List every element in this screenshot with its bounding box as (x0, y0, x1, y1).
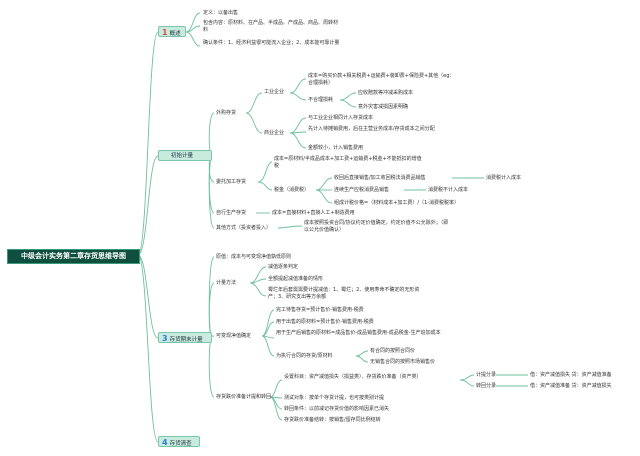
branch-number: 1 (162, 28, 168, 37)
node-nrv-determination[interactable]: 可变现净值确定 (216, 333, 252, 339)
commercial-a: 与工业企业相同计入存货成本 (308, 115, 374, 121)
unreasonable-loss-b: 意外灾害减损因素明确 (358, 104, 409, 110)
tax-case-a-result: 消费税计入成本 (486, 175, 522, 181)
method-b: 全额提起减值准备的情形 (268, 276, 324, 282)
overview-conditions: 确认条件：1、经济利益很可能流入企业；2、成本能可靠计量 (203, 40, 340, 46)
node-consumption-tax[interactable]: 税金（消费税） (274, 187, 310, 193)
method-c: 霉烂年后套需需要计提减值：1、霉烂；2、使用寿命不确定的无形资产；3、研究支出等… (268, 287, 420, 300)
node-measure-method[interactable]: 计量方法 (216, 280, 237, 286)
root-node[interactable]: 中级会计实务第二章存货思维导图 (7, 249, 140, 264)
tax-case-c: 组成计税价格=（材料成本+加工费）/（1-消费税税率） (334, 200, 460, 206)
principle-text: 原值：成本与可变现净值孰低原则 (216, 254, 292, 260)
commercial-c: 金额较小，计入销售费用 (308, 145, 364, 151)
branch-label: 存货清查 (169, 441, 192, 447)
node-purchased-inventory[interactable]: 外购存货 (216, 110, 237, 116)
branch-number: 4 (162, 438, 168, 447)
contract-a: 有合同的按照合同价 (370, 348, 416, 354)
node-unreasonable-loss[interactable]: 不合理损耗 (308, 97, 334, 103)
method-a: 减值逐条判定 (268, 264, 299, 270)
unreasonable-loss-a: 应收赔款等冲减采购成本 (358, 90, 414, 96)
reversal-entry-text: 借：资产减值准备 贷：资产减值损失 (530, 383, 612, 389)
nrv-c: 用于生产后销售的原材料=成品售价-成品销售费用-成品税金-生产追加成本 (276, 330, 441, 336)
node-impairment-provision[interactable]: 存货跌价准备计提和转回 (216, 394, 272, 400)
branch-number: 3 (162, 334, 168, 343)
nrv-b: 用于出售的原材料=预计售价-销售费用-税费 (276, 319, 374, 325)
tax-case-b-result: 消费税不计入成本 (428, 187, 469, 193)
other-methods-cost: 成本按照投资合同/协议约定价值确定，约定价值不公允除外；（即以公允价值确认） (304, 220, 449, 233)
node-other-methods[interactable]: 其他方式（投资者投入） (216, 225, 272, 231)
impairment-accounts: 设置科目：资产减值损失（损益类）、存货跌价准备（资产类） (284, 374, 422, 380)
branch-label: 存货期末计量 (169, 337, 203, 343)
overview-contents: 包含内容：原材料、在产品、半成品、产成品、商品、周转材料 (203, 20, 339, 33)
provision-entry-text: 借：资产减值损失 贷：资产减值准备 (530, 372, 612, 378)
node-commercial-enterprise[interactable]: 商业企业 (264, 130, 285, 136)
tax-case-b: 连续生产应税消费品销售 (334, 187, 390, 193)
industrial-cost-formula: 成本=购买价款+相关税费+运输费+装卸费+保险费+其他（eg：合理损耗） (308, 73, 455, 86)
commercial-b: 先计入待摊销费用，后在主营业务成本/存货成本之间分配 (308, 126, 435, 132)
self-produced-cost: 成本=直接材料+直接人工+制造费用 (272, 210, 355, 216)
impairment-test-object: 测试对象：按单个存货计提，也可按类别计提 (284, 395, 385, 401)
impairment-reversal-condition: 转回条件：以前减记存货价值的影响因素已消失 (284, 406, 390, 412)
branch-label: 概述 (169, 31, 181, 37)
node-provision-entry[interactable]: 计提分录 (476, 372, 497, 378)
overview-definition: 定义：以备出售 (203, 10, 239, 16)
node-contract-inventory[interactable]: 为执行合同的存货/原材料 (276, 353, 333, 359)
node-reversal-entry[interactable]: 转回分录 (476, 383, 497, 389)
nrv-a: 完工待售存货=预计售价-销售费用-税费 (276, 307, 364, 313)
node-industrial-enterprise[interactable]: 工业企业 (264, 89, 285, 95)
contract-b: 无销售合同的按照市场销售价 (370, 359, 436, 365)
node-consigned-processing[interactable]: 委托加工存货 (216, 179, 247, 185)
main-node-initial-measure[interactable]: 初始计量 (158, 150, 212, 161)
node-self-produced[interactable]: 自行生产存货 (216, 210, 247, 216)
impairment-carry-forward: 存货跌价准备结转：按销售/留存同比例结转 (284, 417, 381, 423)
branch-label: 初始计量 (171, 153, 194, 159)
tax-case-a: 收回后直接销售/加工收回税法消费品销售 (334, 175, 426, 181)
consigned-cost-formula: 成本=原材料/半成品成本+加工费+运输费+税金+不能抵扣的增值税 (274, 156, 422, 169)
